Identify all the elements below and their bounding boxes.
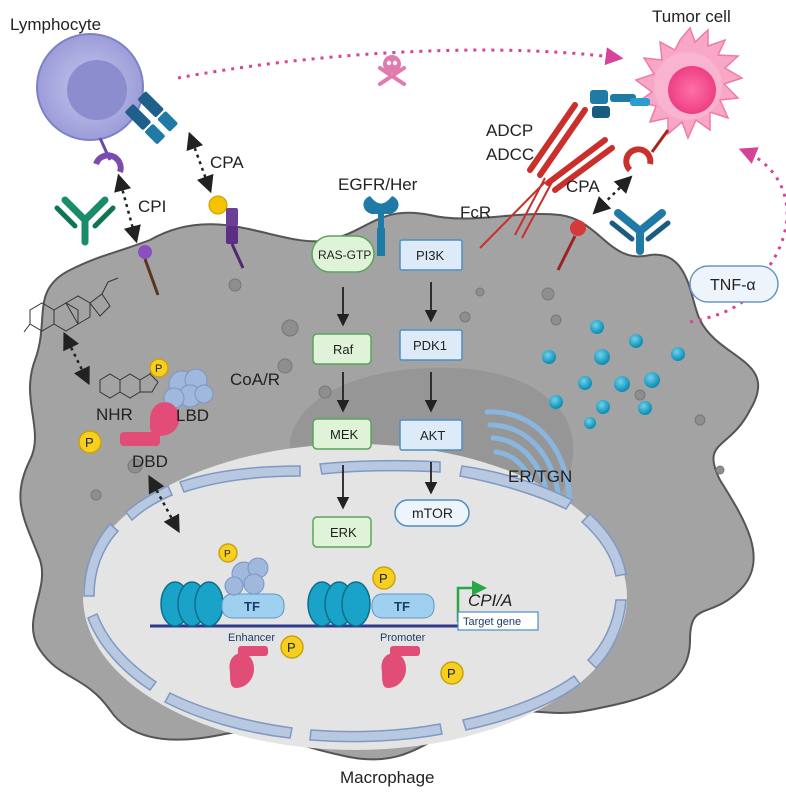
coactivator-nuclear [224,557,269,596]
cpa-right-antibody [609,209,671,255]
phospho-badge-enhancer: P [280,635,304,659]
macrophage-vesicles [90,278,725,501]
cpi-a-label: CPI/A [468,591,512,610]
svg-text:mTOR: mTOR [412,505,453,521]
phospho-badge-tf2: P [372,566,396,590]
steroid-molecule-icon [23,277,119,333]
svg-text:P: P [155,363,162,375]
lbd-label: LBD [176,406,209,425]
raf-node [312,333,372,365]
egfr-label: EGFR/Her [338,175,418,194]
svg-text:ERK: ERK [330,525,357,540]
tnf-to-tumor-arrow [738,147,786,266]
nhr-label: NHR [96,405,133,424]
cpa-yellow-antigen [208,195,228,215]
lymphocyte-tcr [125,91,178,144]
coactivator-protein [163,368,214,409]
tumor-cell [634,26,744,140]
adcc-label: ADCC [486,145,534,164]
cpa-red-ligand [570,220,586,236]
erk-node [312,516,372,548]
macrophage-label: Macrophage [340,768,435,787]
svg-text:P: P [287,640,296,655]
tnf-alpha-label: TNF-α [710,277,756,294]
tf-box-2 [371,593,435,619]
phospho-badge-promoter: P [440,661,464,685]
svg-text:Raf: Raf [333,342,354,357]
er-tgn-membranes [484,409,573,518]
svg-text:P: P [379,571,388,586]
nhr-promoter [381,653,407,688]
svg-text:TF: TF [244,599,260,614]
phospho-badge-coa-nucleus: P [218,543,238,563]
transcription-start-arrow [456,580,487,622]
pathway-right: PI3K PDK1 AKT mTOR [394,239,470,527]
svg-text:P: P [447,666,456,681]
cpa-purple-antibody [226,208,245,269]
dbd-label: DBD [132,452,168,471]
cytokine-granules [542,320,685,429]
fcr-stalks [479,177,553,249]
antibody-icon [54,196,116,246]
tumor-bound-antibody [590,90,650,118]
dna-helix-icon [160,581,371,627]
fcr-receptors [527,102,615,193]
tumor-red-receptor [623,146,654,173]
nhr-lbd-shape [149,402,180,436]
skull-crossbones-icon [378,55,406,86]
svg-text:RAS-GTP: RAS-GTP [318,248,371,262]
svg-text:MEK: MEK [330,427,359,442]
lymphocyte-label: Lymphocyte [10,15,101,34]
checkpoint-receptor-purple [93,152,124,173]
akt-node [399,419,463,451]
er-tgn-label: ER/TGN [508,467,572,486]
pathway-left: RAS-GTP Raf MEK ERK [311,235,375,548]
egfr-receptor [363,196,399,256]
mtor-node [394,499,470,527]
phospho-badge-dbd: P [78,430,102,454]
svg-text:PI3K: PI3K [416,248,445,263]
nuclear-envelope [83,459,627,743]
svg-text:P: P [85,435,94,450]
lymphocyte-nucleus [67,60,127,120]
cpa-right-label: CPA [566,177,600,196]
svg-text:PDK1: PDK1 [413,338,447,353]
enhancer-label: Enhancer [228,632,275,644]
target-gene-box [457,611,539,631]
adcp-label: ADCP [486,121,533,140]
mek-node [312,418,372,450]
tnf-alpha-badge [689,265,779,303]
ras-gtp-node [311,235,375,273]
dbd-shape [120,432,160,446]
nhr-enhancer [229,653,255,688]
pdk1-node [399,329,463,361]
svg-text:AKT: AKT [420,428,445,443]
fcr-label: FcR [460,203,491,222]
coa-r-label: CoA/R [230,370,280,389]
promoter-label: Promoter [380,632,426,644]
cpa-top-label: CPA [210,153,244,172]
macrophage-to-tnf-arrow [689,298,746,324]
tumor-nucleus [668,66,716,114]
tumor-cell-label: Tumor cell [652,7,731,26]
target-gene-label: Target gene [463,616,521,628]
cpi-label: CPI [138,197,166,216]
cpi-ligand [138,245,152,259]
svg-text:P: P [224,549,231,560]
svg-text:TF: TF [394,599,410,614]
pi3k-node [399,239,463,271]
phospho-badge-coa: P [149,358,169,378]
